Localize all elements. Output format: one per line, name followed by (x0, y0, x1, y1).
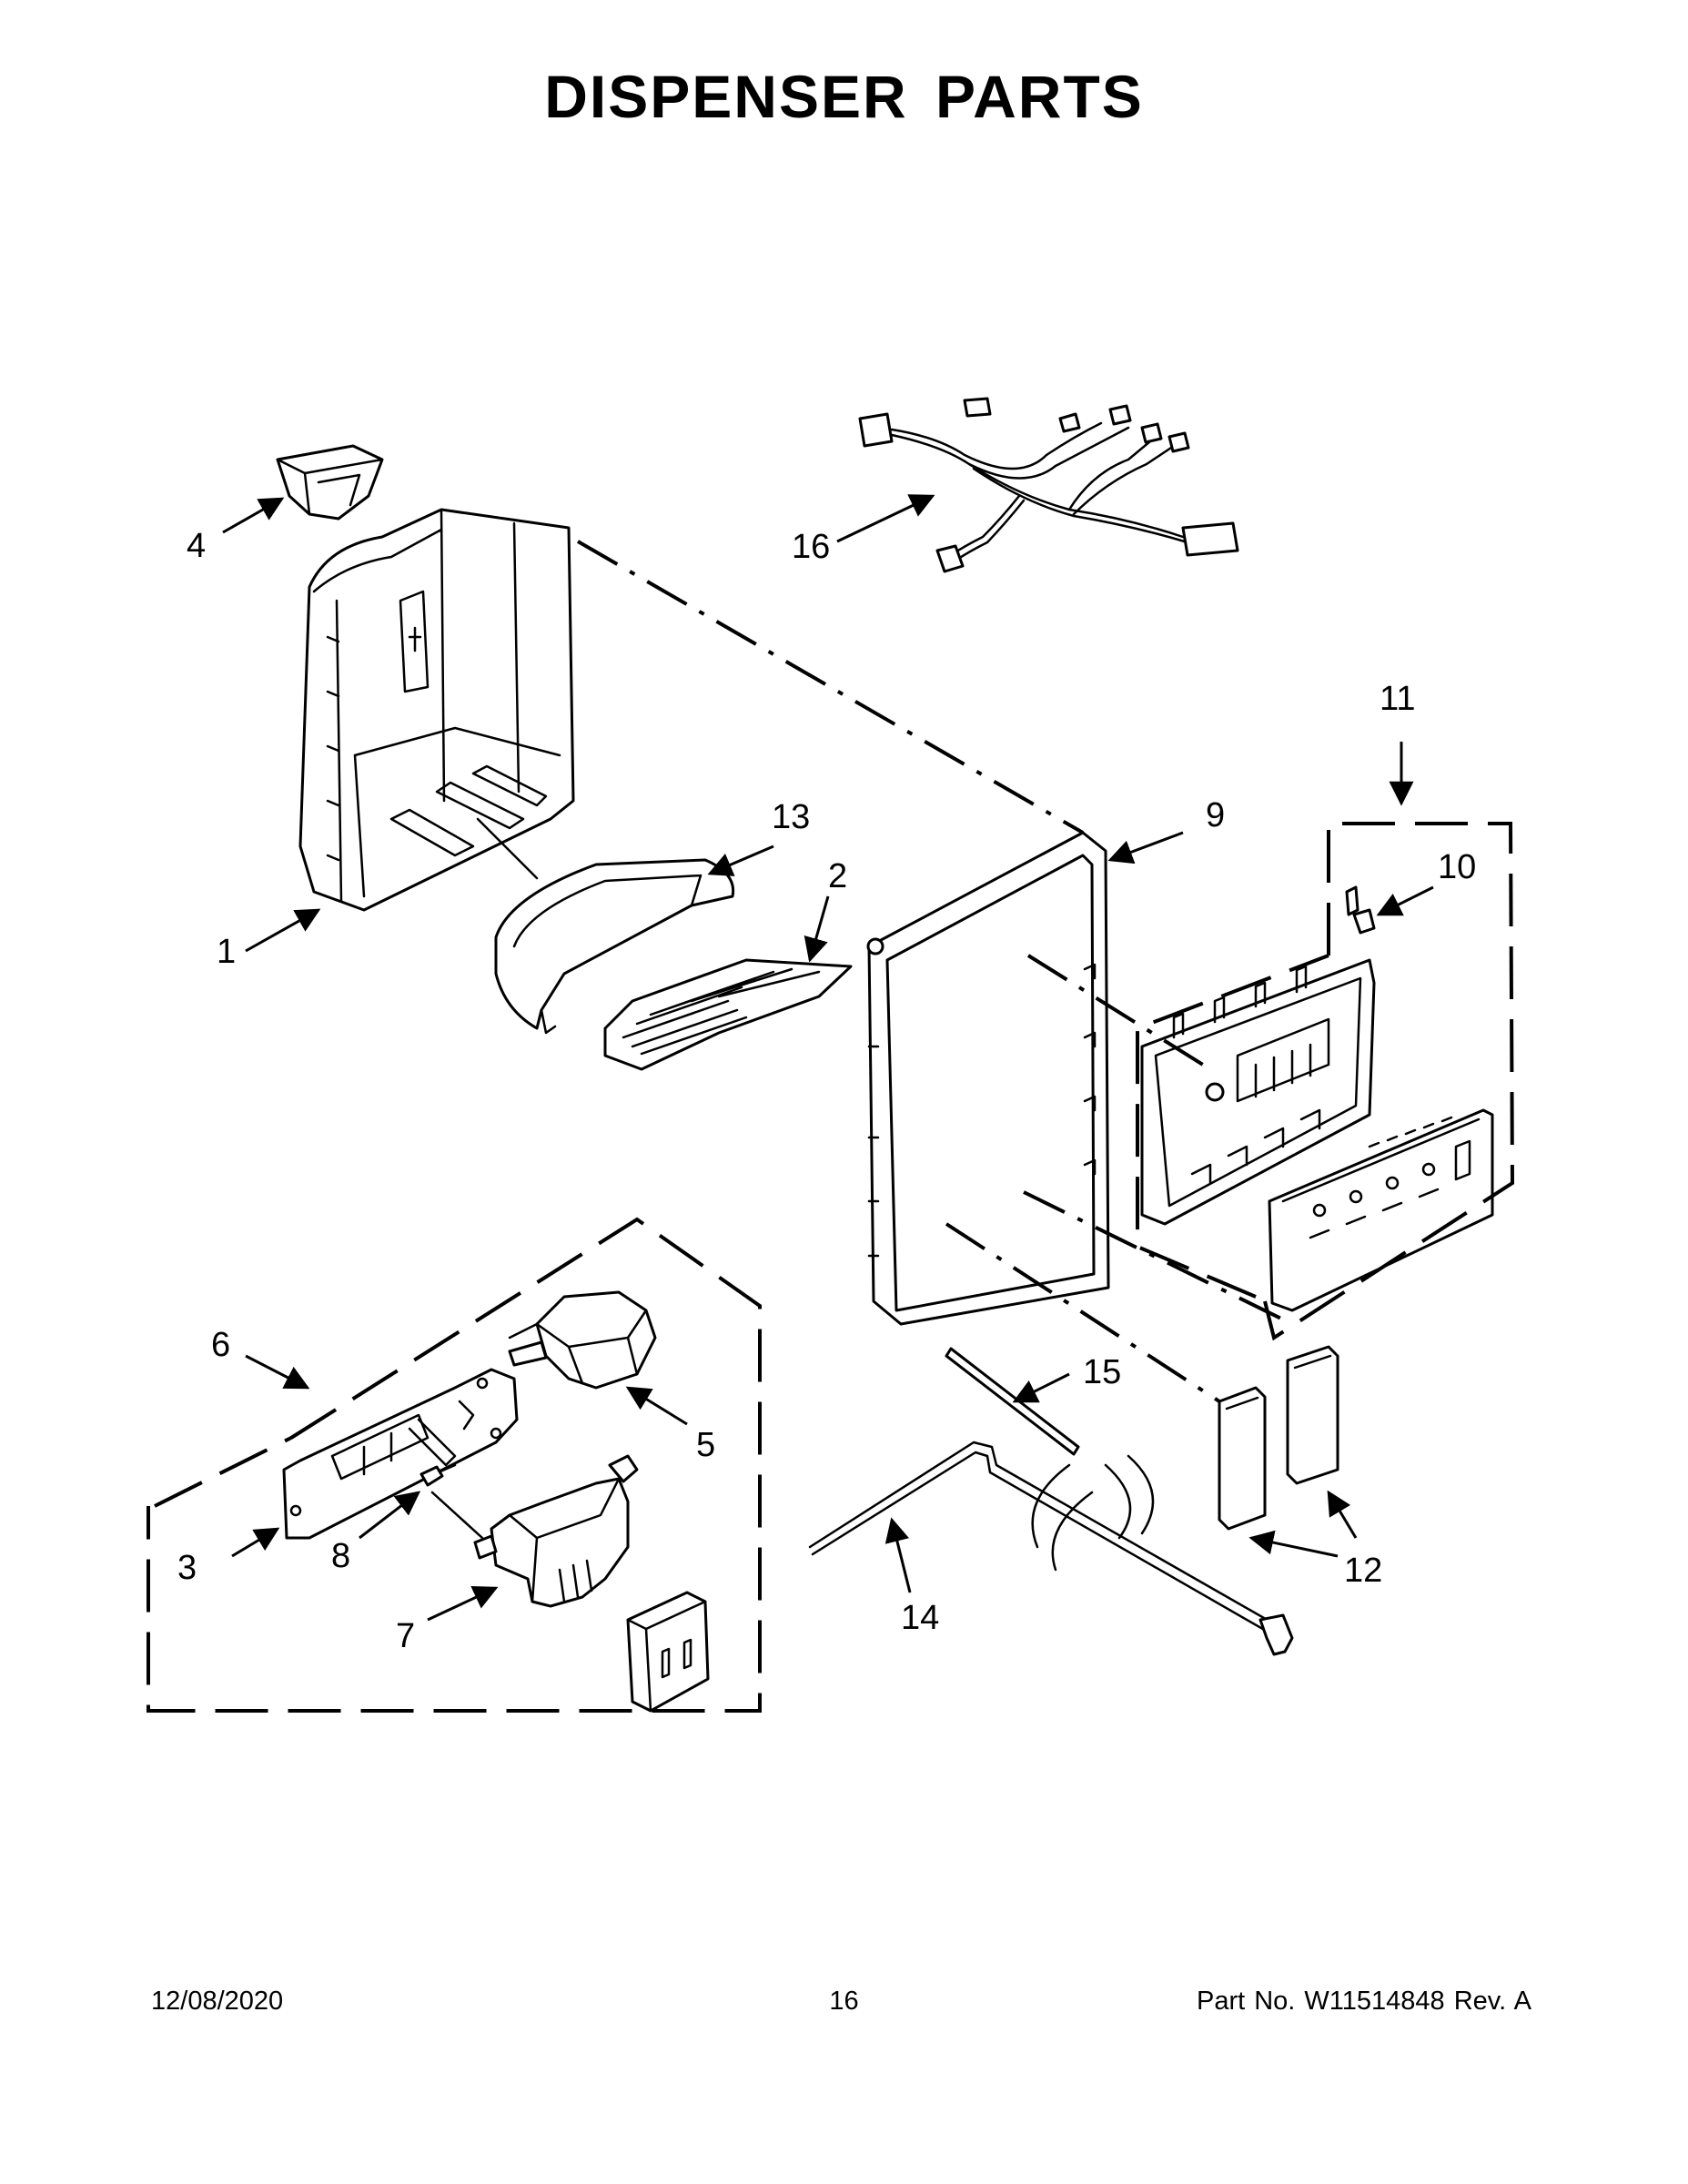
part-5-motor (508, 1290, 657, 1390)
callout-4: 4 (187, 527, 206, 565)
callout-15: 15 (1083, 1353, 1121, 1391)
part-16-wire-harness (858, 397, 1239, 573)
leader-arrows (222, 494, 1434, 1622)
callout-5: 5 (696, 1426, 715, 1464)
part-11-control-housing (1140, 958, 1376, 1226)
callout-13: 13 (772, 798, 810, 836)
part-4-cup (276, 444, 384, 521)
group-outline-6 (147, 1217, 762, 1713)
part-3-bracket (282, 1368, 519, 1540)
part-8-screw (419, 1463, 457, 1487)
callout-14: 14 (901, 1599, 939, 1637)
control-panel-front (1268, 1108, 1494, 1312)
pad-block (626, 1591, 710, 1713)
assembly-lines (430, 540, 1284, 1540)
part-9-frame (866, 831, 1110, 1326)
part-1-housing (298, 508, 575, 912)
callout-8: 8 (331, 1537, 350, 1575)
footer-page-number: 16 (829, 1987, 859, 2016)
callout-11: 11 (1380, 680, 1415, 718)
callout-9: 9 (1206, 796, 1225, 834)
callout-6: 6 (211, 1326, 230, 1364)
part-15-tube (945, 1347, 1080, 1456)
part-7-actuator (473, 1454, 639, 1608)
callout-7: 7 (396, 1617, 415, 1655)
part-12-paddles (1218, 1345, 1339, 1531)
callout-1: 1 (217, 933, 236, 971)
callout-3: 3 (177, 1549, 197, 1587)
part-10-switch (1345, 885, 1376, 935)
part-14-tube (808, 1441, 1294, 1656)
group-outline-11 (1136, 822, 1515, 1341)
footer-part-number: Part No. W11514848 Rev. A (1196, 1987, 1531, 2016)
part-2-grille (603, 958, 853, 1071)
callout-16: 16 (792, 528, 830, 566)
callout-12: 12 (1344, 1552, 1382, 1590)
callout-labels: 1 2 3 4 5 6 7 8 9 10 11 12 13 14 15 16 (177, 527, 1476, 1655)
page-title: DISPENSER PARTS (544, 63, 1144, 130)
callout-2: 2 (828, 857, 847, 895)
callout-10: 10 (1438, 848, 1476, 886)
footer-date: 12/08/2020 (151, 1987, 284, 2016)
